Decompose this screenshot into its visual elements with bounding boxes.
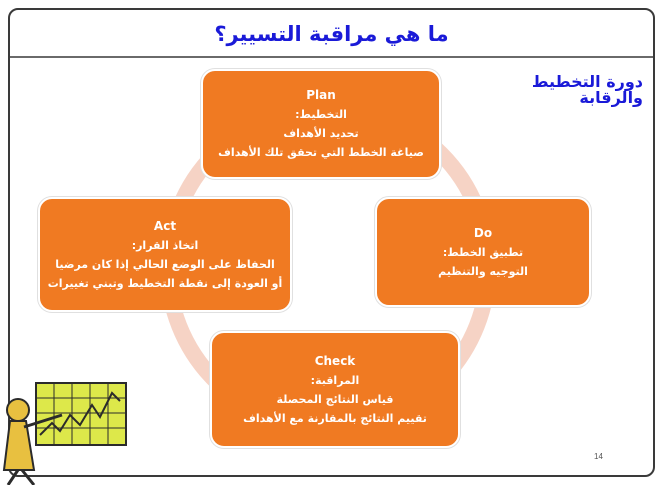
check-head: Check [314, 353, 356, 368]
act-line-3: أو العودة إلى نقطة التخطيط وتبني تغييرات [47, 276, 283, 290]
man-with-chart-clipart [2, 382, 127, 485]
slide-title: ما هي مراقبة التسيير؟ [214, 22, 449, 46]
act-line-2: الحفاظ على الوضع الحالي إذا كان مرضيا [55, 257, 275, 271]
plan-line-1: التخطيط: [295, 108, 347, 121]
act-box: Act اتخاذ القرار: الحفاظ على الوضع الحال… [38, 197, 292, 312]
do-line-2: التوجيه والتنظيم [438, 264, 528, 278]
do-box: Do تطبيق الخطط: التوجيه والتنظيم [375, 197, 591, 307]
do-line-1: تطبيق الخطط: [442, 245, 524, 259]
cycle-side-label: دورة التخطيط والرقابة [531, 72, 643, 107]
plan-head: Plan [306, 88, 336, 102]
page-number: 14 [594, 452, 603, 461]
act-head: Act [153, 218, 177, 233]
plan-line-2: تحديد الأهداف [283, 127, 359, 140]
check-line-2: قياس النتائج المحصلة [276, 392, 394, 406]
check-line-1: المراقبة: [310, 373, 360, 387]
plan-box: Plan التخطيط: تحديد الأهداف صياغة الخطط … [201, 69, 441, 179]
do-head: Do [473, 225, 493, 240]
title-band: ما هي مراقبة التسيير؟ [10, 10, 653, 58]
check-box: Check المراقبة: قياس النتائج المحصلة تقي… [210, 331, 460, 448]
plan-line-3: صياغة الخطط التي تحقق تلك الأهداف [218, 146, 424, 159]
check-line-3: تقييم النتائج بالمقارنة مع الأهداف [243, 411, 427, 425]
act-line-1: اتخاذ القرار: [131, 238, 199, 252]
